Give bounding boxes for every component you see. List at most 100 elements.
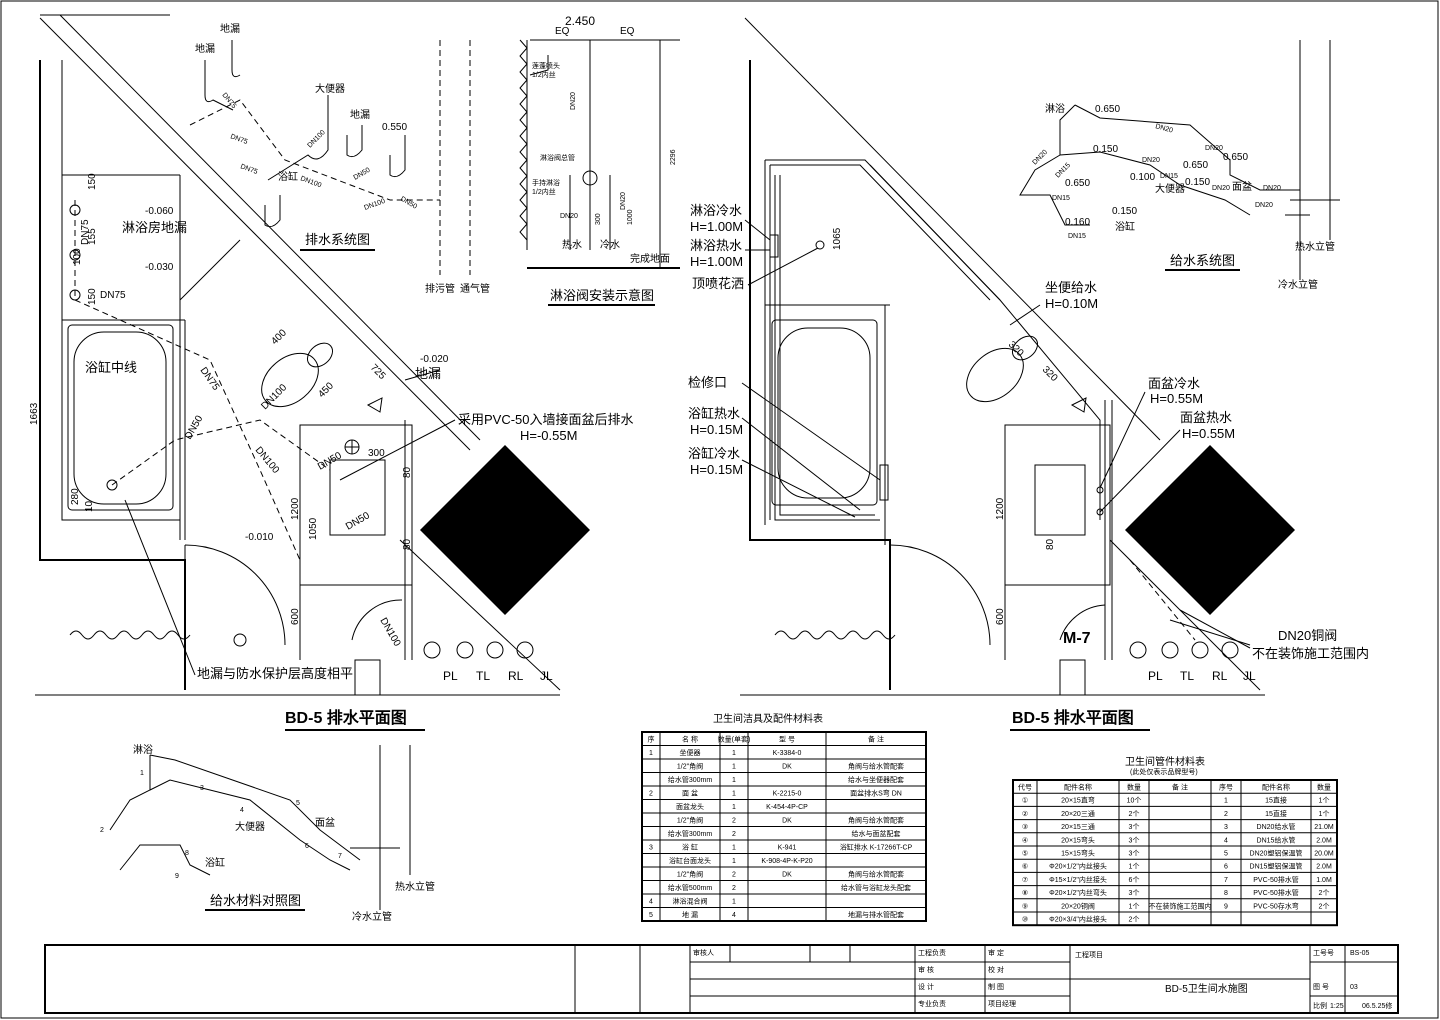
pipe-table-cell: 20.0M <box>1314 851 1334 858</box>
ss-elev: 0.150 <box>1093 144 1118 155</box>
pipe-table-cell: 3个 <box>1129 850 1140 858</box>
fixture-table-header: 数量(单套) <box>718 735 751 744</box>
dim: 280 <box>70 488 81 505</box>
pipe-table-cell: 6个 <box>1129 876 1140 884</box>
label-basin-cold: 面盆冷水 <box>1148 376 1200 391</box>
pipe-table-header: 数量 <box>1317 783 1331 792</box>
section-marker <box>366 397 383 413</box>
ss-pipe: DN15 <box>1052 195 1070 202</box>
valve-dim: 2296 <box>670 149 677 165</box>
sm-marker: 4 <box>240 807 244 814</box>
drain-system-pipe <box>189 99 440 201</box>
pipe-table-cell: 7 <box>1224 877 1228 884</box>
pipe-table-cell: ⑤ <box>1022 850 1028 858</box>
ds-label: 通气管 <box>460 282 490 295</box>
label-basin-cold-h: H=0.55M <box>1150 391 1203 406</box>
label-basin-hot: 面盆热水 <box>1180 410 1232 425</box>
pipe-table-cell: 4 <box>1224 837 1228 844</box>
tb-date: 06.5.25修 <box>1362 1001 1392 1010</box>
tb-cell: 审核人 <box>693 948 714 957</box>
pipe-table-header: 代号 <box>1018 783 1032 792</box>
ss-elev: 0.160 <box>1065 217 1090 228</box>
ds-pipe: DN100 <box>299 175 322 189</box>
riser-tl <box>1161 641 1179 659</box>
toilet-tank <box>1011 335 1039 361</box>
dim: 100 <box>72 248 83 265</box>
dim: 80 <box>402 466 413 478</box>
column <box>1059 659 1086 696</box>
fixture-table-header: 备 注 <box>868 735 884 744</box>
toilet <box>966 347 1024 403</box>
fixture-table-cell: DK <box>782 872 792 879</box>
elev-1: -0.060 <box>145 206 174 217</box>
fixture-table-cell: 角阀与给水管配套 <box>848 816 904 825</box>
fixture-table-cell: 浴缸台面龙头 <box>669 856 711 865</box>
label-shower-cold-h: H=1.00M <box>690 219 743 234</box>
pipe-table-cell: PVC-50存水弯 <box>1253 901 1299 910</box>
pipe-dn50-a: DN50 <box>183 413 206 441</box>
dim: 320 <box>1040 364 1060 384</box>
fixture-table-cell: 2 <box>732 818 736 825</box>
pipe-table-cell: 1个 <box>1129 863 1140 871</box>
toilet-tank <box>306 342 334 368</box>
label-tub-hot: 浴缸热水 <box>688 406 740 421</box>
floor-drain-symbol <box>69 289 81 301</box>
tb-cell: 项目经理 <box>988 999 1016 1008</box>
shower-valve <box>769 234 779 258</box>
valve-label: 完成地面 <box>630 252 670 265</box>
sm-marker: 3 <box>200 785 204 792</box>
valve-top-dim: 2.450 <box>565 14 595 28</box>
pipe-table-header: 备 注 <box>1172 783 1188 792</box>
riser-label-pl: PL <box>443 669 458 683</box>
pipe-table-cell: ④ <box>1022 836 1028 844</box>
pipe-table-cell: 2 <box>1224 811 1228 818</box>
fixture-table-cell: 角阀与给水管配套 <box>848 870 904 879</box>
fixture-table-cell: 角阀与给水管配套 <box>848 762 904 771</box>
fixture-table-cell: 浴缸排水 K-17266T-CP <box>840 843 913 852</box>
room-wall-left-inner <box>61 60 180 521</box>
label-shower-hot: 淋浴热水 <box>690 238 742 253</box>
ss-label: 浴缸 <box>1115 220 1135 233</box>
label-not-in-scope: 不在装饰施工范围内 <box>1252 646 1369 661</box>
pipe-table-cell: 2.0M <box>1316 864 1332 871</box>
fixture-table-cell: 给水管300mm <box>668 775 713 784</box>
sm-label: 热水立管 <box>395 880 435 893</box>
ds-pipe: DN100 <box>363 198 386 212</box>
ss-label: 大便器 <box>1155 182 1185 195</box>
pipe-dn75-b: DN75 <box>100 290 126 301</box>
pipe-table-header: 配件名称 <box>1262 783 1290 792</box>
pipe-table-cell: DN15塑铝保温管 <box>1250 862 1303 871</box>
pipe-dn75-a: DN75 <box>80 219 91 245</box>
ds-pipe: DN50 <box>399 196 418 211</box>
riser-rl <box>486 641 504 659</box>
fixture-table-title: 卫生间洁具及配件材料表 <box>713 712 823 725</box>
label-drain-note: 地漏与防水保护层高度相平 <box>197 666 353 681</box>
sm-label: 面盆 <box>315 816 335 829</box>
pipe-table-cell: ⑩ <box>1022 916 1028 924</box>
tb-cell: 图 号 <box>1313 983 1329 991</box>
valve-label: 1/2内丝 <box>532 187 556 196</box>
floor-drain-symbol <box>69 204 81 216</box>
fixture-table-cell: 1 <box>732 804 736 811</box>
shower-enclosure <box>765 159 1001 301</box>
valve-label: 1/2内丝 <box>532 70 556 79</box>
fixture-table-cell: 1 <box>732 899 736 906</box>
pipe-table-cell: 20×20三通 <box>1061 809 1095 818</box>
riser-label-pl: PL <box>1148 669 1163 683</box>
ss-elev: 0.650 <box>1183 160 1208 171</box>
pipe-table-frame <box>1012 779 1338 927</box>
valve-label: DN20 <box>570 92 577 110</box>
fixture-table-cell: DK <box>782 818 792 825</box>
ss-elev: 0.650 <box>1223 152 1248 163</box>
basin <box>329 459 386 536</box>
dim: 150 <box>87 288 98 305</box>
fixture-table-cell: 给水与坐便器配套 <box>848 775 904 784</box>
dim: 80 <box>1045 538 1056 550</box>
pipe-table-cell: ① <box>1022 797 1028 805</box>
fixture-table-cell: 1 <box>732 791 736 798</box>
riser-label-tl: TL <box>476 669 490 683</box>
pipe-table-cell: 2个 <box>1319 902 1330 910</box>
right-drain-plan <box>740 17 1295 696</box>
label-valve: DN20铜阀 <box>1278 628 1337 643</box>
